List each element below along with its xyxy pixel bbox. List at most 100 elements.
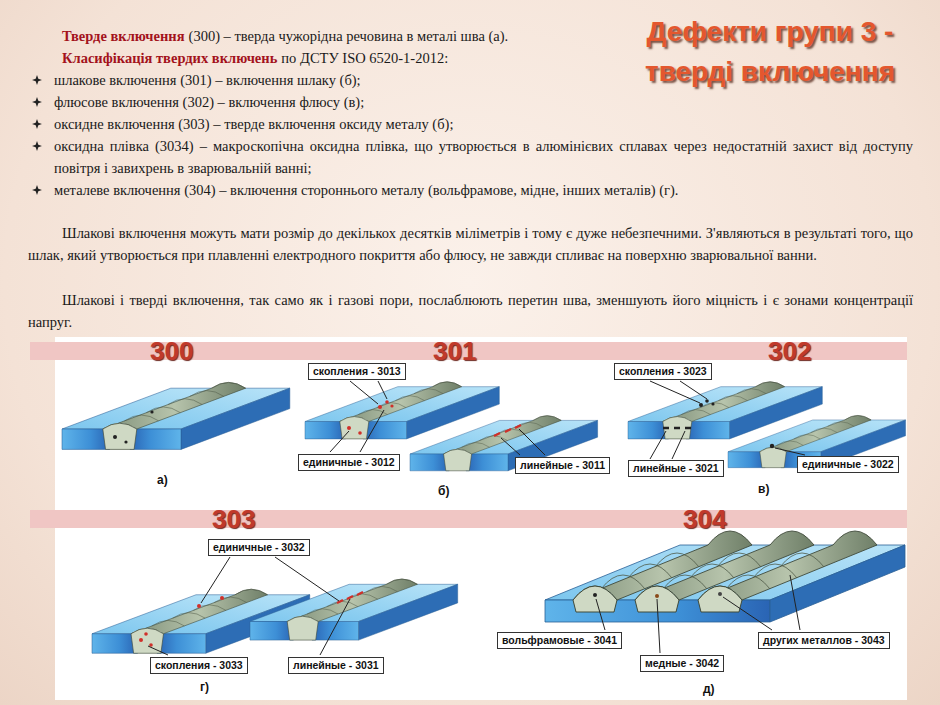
figure-letter: г) (200, 680, 209, 694)
figure-letter: в) (758, 482, 769, 496)
drawing-part (698, 586, 742, 612)
bullet-marker (32, 119, 42, 129)
text-line: Класифікація твердих включеньпо ДСТУ ISO… (62, 47, 612, 69)
bullet-item: оксидне включення (303) – тверде включен… (28, 113, 608, 135)
drawing-part (390, 404, 393, 407)
figure-letter: а) (157, 473, 168, 487)
drawing-part (197, 604, 201, 608)
drawing-part (711, 402, 714, 405)
drawing-part (32, 75, 42, 85)
drawing-part (596, 599, 605, 630)
drawing-part (320, 599, 350, 655)
text: вольфрамовые - 3041 (502, 634, 617, 646)
drawing-part (650, 431, 685, 459)
drawing-part (501, 429, 545, 455)
drawing-part (573, 586, 617, 612)
weld-300 (62, 382, 290, 449)
drawing-part (250, 579, 458, 640)
drawing-part (32, 97, 42, 107)
drawing-part (601, 553, 824, 589)
drawing-part (32, 119, 42, 129)
text: по ДСТУ ISO 6520-1-2012: (281, 50, 448, 66)
drawing-part (770, 444, 774, 448)
callout-box: медные - 3042 (640, 655, 724, 672)
text: Шлакові і тверді включення, так само як … (28, 292, 913, 330)
text: линейные - 3031 (293, 659, 379, 671)
bullet-marker (32, 75, 42, 85)
callout-box: скопления - 3033 (150, 657, 248, 674)
text: скопления - 3013 (313, 365, 401, 377)
text: Шлакові включення можуть мати розмір до … (28, 225, 913, 263)
text: металеве включення (304) – включення сто… (54, 182, 679, 198)
drawing-part (32, 185, 42, 195)
weld-301a (305, 382, 499, 439)
drawing-part (775, 448, 805, 455)
section-number: 302 (768, 337, 811, 365)
text: флюсове включення (302) – включення флюс… (54, 94, 364, 110)
drawing-part (113, 435, 117, 439)
drawing-part (330, 410, 384, 452)
drawing-part (699, 403, 703, 407)
text: единичные - 3032 (213, 541, 305, 553)
section-number: 304 (683, 505, 726, 533)
bullet-item: металеве включення (304) – включення сто… (28, 179, 913, 201)
drawing-part (350, 381, 387, 404)
drawing-part (32, 141, 42, 151)
drawing-part (378, 405, 382, 409)
figure-letter: б) (438, 484, 449, 498)
callout-box: единичные - 3012 (298, 454, 400, 471)
callout-box: скопления - 3013 (308, 363, 406, 380)
drawing-part (650, 381, 707, 403)
bullet-item: оксидна плівка (3034) – макроскопічна ок… (28, 135, 913, 179)
text: единичные - 3012 (303, 456, 395, 468)
drawing-part (385, 400, 389, 404)
text-line: Тверде включення(300) – тверда чужорідна… (62, 25, 612, 47)
drawing-part (62, 382, 290, 449)
callout-box: линейные - 3011 (515, 457, 610, 474)
bullet-marker (32, 97, 42, 107)
bullet-item: флюсове включення (302) – включення флюс… (28, 91, 608, 113)
callout-box: линейные - 3021 (628, 460, 724, 477)
drawing-part (663, 427, 691, 429)
inclusion-marks (113, 399, 774, 647)
drawing-part (593, 593, 597, 597)
drawing-part (124, 440, 127, 443)
text: линейные - 3011 (520, 459, 605, 471)
callout-box: единичные - 3022 (797, 456, 899, 473)
callout-box: единичные - 3032 (208, 539, 310, 556)
drawing-part (657, 599, 660, 653)
drawing-part (144, 632, 148, 636)
text: оксидне включення (303) – тверде включен… (54, 116, 453, 132)
figure-letter: д) (703, 682, 715, 696)
bullet-marker (32, 185, 42, 195)
callout-box: скопления - 3023 (614, 363, 712, 380)
section-number: 303 (212, 505, 255, 533)
drawing-part (358, 431, 362, 435)
drawing-part (655, 594, 659, 598)
text: Тверде включення (62, 28, 185, 44)
weld-303b (250, 579, 458, 640)
number-band (30, 510, 907, 528)
drawing-part (150, 410, 153, 413)
paragraph: Шлакові і тверді включення, так само як … (28, 289, 913, 333)
text: других металлов - 3043 (763, 634, 885, 646)
slide-title: Дефекти групи 3 - тверді включення (620, 12, 920, 92)
drawing-part (723, 575, 800, 630)
drawing-part (220, 596, 224, 600)
bullet-marker (32, 141, 42, 151)
drawing-part (305, 382, 499, 439)
text: Класифікація твердих включень (62, 50, 277, 66)
bullet-item: шлакове включення (301) – включення шлак… (28, 69, 608, 91)
leader-lines (148, 381, 805, 655)
text: медные - 3042 (645, 657, 719, 669)
text: шлакове включення (301) – включення шлак… (54, 72, 361, 88)
callout-box: других металлов - 3043 (758, 632, 890, 649)
text: оксидна плівка (3034) – макроскопічна ок… (54, 138, 913, 176)
drawing-part (201, 557, 339, 603)
drawing-part (494, 425, 521, 436)
text: (300) – тверда чужорідна речовина в мета… (189, 28, 509, 44)
section-number: 301 (433, 337, 476, 365)
callout-box: вольфрамовые - 3041 (497, 632, 622, 649)
drawing-part (139, 638, 143, 642)
drawing-part (705, 399, 709, 403)
